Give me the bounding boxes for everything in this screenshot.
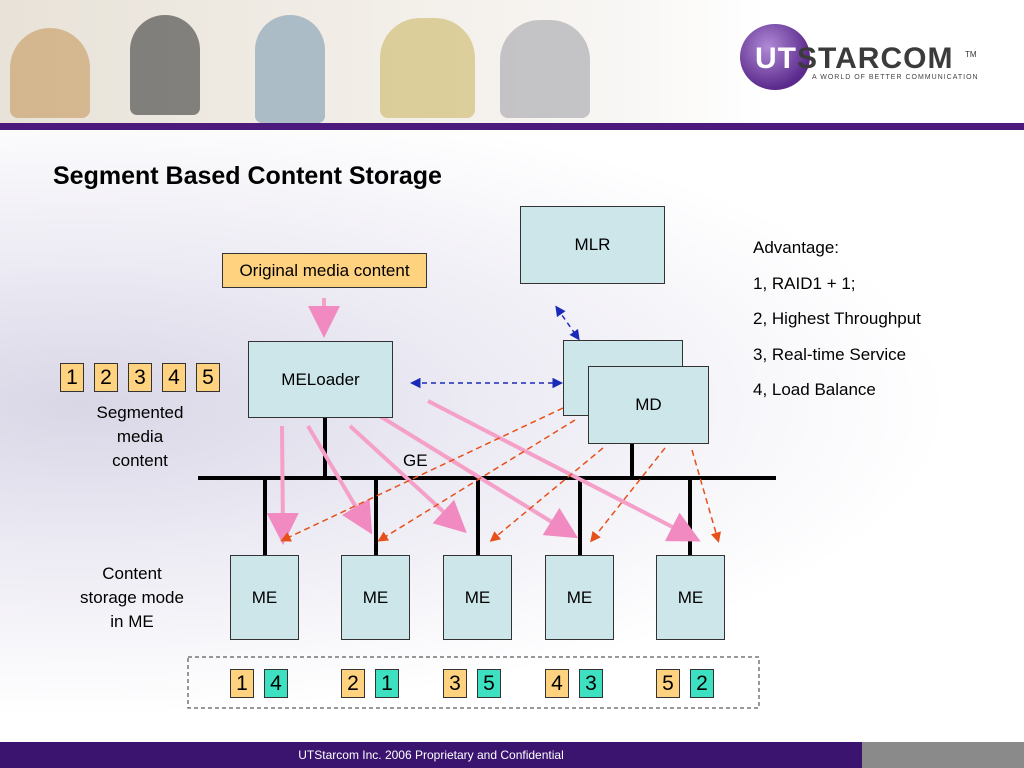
me2-seg-a: 2: [341, 669, 365, 698]
me4-seg-b: 3: [579, 669, 603, 698]
photo-person: [255, 15, 325, 123]
logo-tagline: A WORLD OF BETTER COMMUNICATION: [812, 74, 979, 81]
advantage-item: 2, Highest Throughput: [753, 309, 921, 328]
segmented-label-line: media: [116, 427, 164, 446]
slide-background: [0, 130, 1024, 742]
storage-label-line: in ME: [110, 612, 154, 631]
segmented-label: Segmented media content: [80, 401, 200, 473]
me4-seg-a: 4: [545, 669, 569, 698]
header-banner: UTSTARCOM TM A WORLD OF BETTER COMMUNICA…: [0, 0, 1024, 123]
storage-label-line: Content: [102, 564, 162, 583]
me3-seg-b: 5: [477, 669, 501, 698]
me-box-3: ME: [443, 555, 512, 640]
footer-gray-block: [862, 742, 1024, 768]
segment-1: 1: [60, 363, 84, 392]
me-box-2: ME: [341, 555, 410, 640]
me3-seg-a: 3: [443, 669, 467, 698]
me2-seg-b: 1: [375, 669, 399, 698]
me1-seg-b: 4: [264, 669, 288, 698]
me-box-1: ME: [230, 555, 299, 640]
photo-person: [500, 20, 590, 118]
segment-2: 2: [94, 363, 118, 392]
photo-person: [10, 28, 90, 118]
me-box-5: ME: [656, 555, 725, 640]
advantage-item: 4, Load Balance: [753, 380, 876, 399]
red-dashed-arrows: [280, 407, 721, 543]
photo-person: [380, 18, 475, 118]
logo-rest: STARCOM: [797, 42, 954, 75]
logo-globe: [740, 24, 810, 90]
bus-drops: [263, 418, 692, 555]
segment-5: 5: [196, 363, 220, 392]
segmented-label-line: Segmented: [96, 403, 184, 422]
me5-seg-a: 5: [656, 669, 680, 698]
me5-seg-b: 2: [690, 669, 714, 698]
slide-title: Segment Based Content Storage: [53, 162, 442, 190]
mlr-box: MLR: [520, 206, 665, 284]
blue-dashed-arrows: [410, 305, 580, 389]
segment-4: 4: [162, 363, 186, 392]
footer-bar: [0, 742, 862, 768]
advantage-heading: Advantage:: [753, 238, 840, 257]
segment-3: 3: [128, 363, 152, 392]
advantage-list: Advantage: 1, RAID1 + 1; 2, Highest Thro…: [753, 230, 921, 408]
ge-label: GE: [403, 451, 428, 470]
photo-person: [130, 15, 200, 115]
footer-text: UTStarcom Inc. 2006 Proprietary and Conf…: [298, 748, 564, 762]
pink-distribution-arrows: [266, 298, 701, 545]
me1-seg-a: 1: [230, 669, 254, 698]
md-box: MD: [588, 366, 709, 444]
logo-text: UTSTARCOM: [755, 42, 954, 75]
storage-container: [187, 656, 760, 709]
advantage-item: 3, Real-time Service: [753, 344, 907, 364]
storage-label-line: storage mode: [80, 588, 184, 607]
original-media-box: Original media content: [222, 253, 427, 288]
header-divider: [0, 123, 1024, 130]
logo-tm: TM: [965, 50, 977, 59]
advantage-item: 1, RAID1 + 1;: [753, 273, 856, 293]
segmented-label-line: content: [112, 451, 168, 470]
me-box-4: ME: [545, 555, 614, 640]
meloader-box: MELoader: [248, 341, 393, 418]
storage-mode-label: Content storage mode in ME: [62, 562, 202, 634]
